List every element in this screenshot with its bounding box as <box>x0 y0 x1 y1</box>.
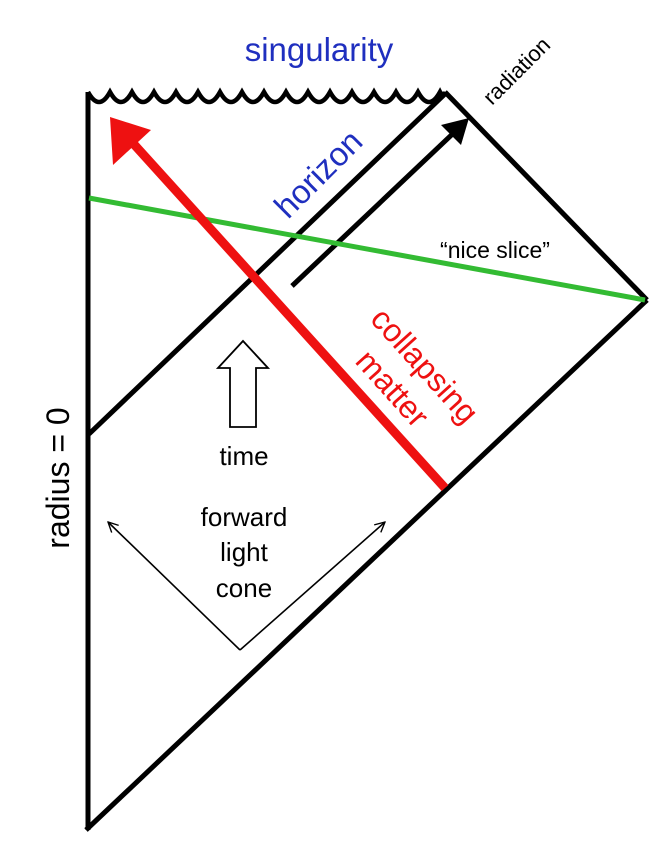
radius-zero-label: radius = 0 <box>40 407 76 548</box>
radiation-label: radiation <box>478 32 555 109</box>
forward-light-cone-arrows <box>108 522 385 651</box>
nice-slice-line <box>88 195 646 303</box>
radiation-arrow <box>290 118 469 288</box>
time-label: time <box>219 441 268 471</box>
singularity-label: singularity <box>245 31 394 68</box>
forward-label: forward <box>201 502 288 532</box>
past-null-boundary <box>84 298 649 832</box>
cone-label: cone <box>216 573 272 603</box>
light-label: light <box>220 537 268 567</box>
nice-slice-label: “nice slice” <box>440 237 550 263</box>
collapsing-matter-arrow <box>110 117 449 492</box>
horizon-line <box>87 91 448 436</box>
time-arrow <box>215 339 271 428</box>
singularity-line <box>86 87 448 105</box>
horizon-label: horizon <box>267 122 370 225</box>
future-null-boundary <box>443 90 649 302</box>
